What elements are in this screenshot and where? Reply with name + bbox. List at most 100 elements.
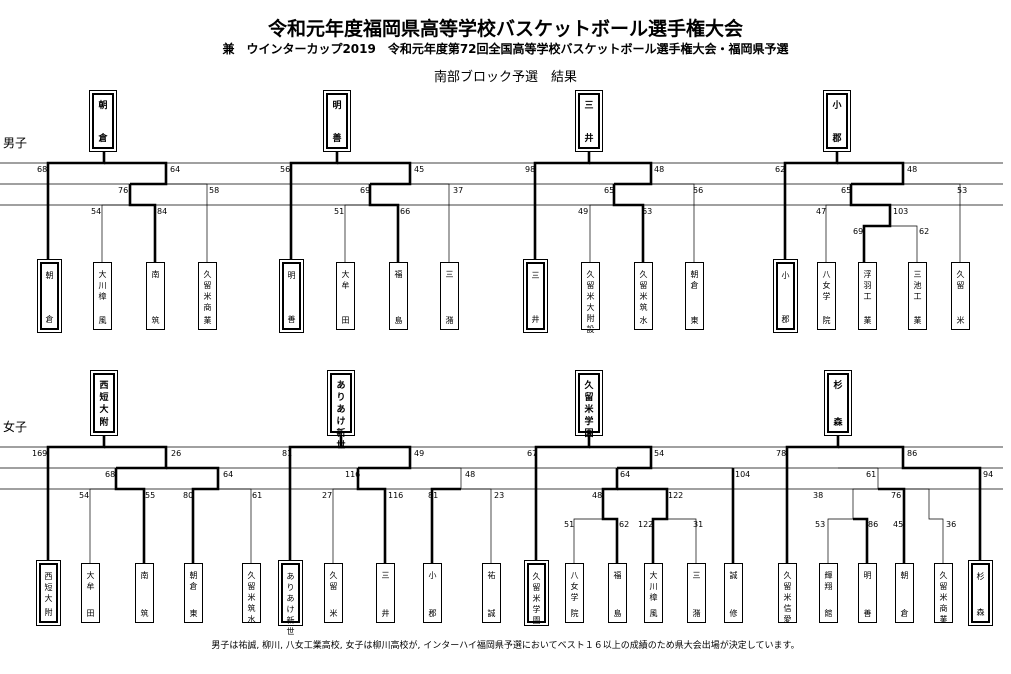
score-label: 45 [893, 520, 904, 529]
score-label: 62 [919, 227, 930, 236]
score-label: 122 [638, 520, 654, 529]
team-box: 西短大附 [39, 563, 58, 623]
score-label: 48 [592, 491, 603, 500]
score-label: 116 [388, 491, 404, 500]
score-label: 47 [816, 207, 827, 216]
score-label: 54 [91, 207, 102, 216]
score-label: 104 [735, 470, 751, 479]
score-label: 67 [527, 449, 538, 458]
score-label: 61 [252, 491, 263, 500]
score-label: 56 [693, 186, 704, 195]
score-label: 80 [183, 491, 194, 500]
footnote: 男子は祐誠, 柳川, 八女工業高校, 女子は柳川高校が, インターハイ福岡県予選… [211, 641, 800, 651]
score-label: 76 [118, 186, 129, 195]
bracket-line [827, 468, 879, 563]
bracket-line [165, 163, 208, 262]
score-label: 62 [775, 165, 786, 174]
bracket-line [344, 204, 370, 262]
winner-path [849, 184, 892, 262]
team-box: 誠修 [724, 563, 743, 623]
document-title: 令和元年度福岡県高等学校バスケットボール選手権大会 [267, 18, 743, 40]
winner-path [589, 161, 653, 186]
team-box: 久留米商業 [934, 563, 953, 624]
team-box: 輝翔館 [819, 563, 838, 623]
team-box: 久留米 [951, 262, 970, 330]
team-box: 久留米信愛 [778, 563, 797, 624]
score-label: 64 [223, 470, 234, 479]
winner-path [104, 445, 168, 470]
winner-path [341, 445, 412, 470]
team-box: 八女学院 [817, 262, 836, 330]
bracket-line [667, 518, 697, 563]
score-label: 69 [360, 186, 371, 195]
winner-path [46, 150, 106, 262]
team-box: ありあけ新世 [281, 563, 300, 636]
team-box: 福島 [389, 262, 408, 330]
score-label: 69 [853, 227, 864, 236]
score-label: 54 [654, 449, 665, 458]
score-label: 56 [280, 165, 291, 174]
winner-path [289, 150, 339, 262]
champion-box: 久留米学園 [578, 373, 600, 439]
winner-path [589, 445, 653, 470]
document-subtitle: 兼 ウインターカップ2019 令和元年度第72回全国高等学校バスケットボール選手… [222, 42, 789, 56]
bracket-line [890, 225, 918, 262]
bracket-line [89, 488, 116, 563]
winner-path [430, 487, 461, 563]
score-label: 64 [170, 165, 181, 174]
bracket-line [904, 488, 944, 563]
score-label: 58 [209, 186, 220, 195]
bracket-line [410, 467, 462, 489]
team-box: 南筑 [146, 262, 165, 330]
score-label: 68 [105, 470, 116, 479]
team-box: 三井 [526, 262, 545, 330]
score-label: 86 [907, 449, 918, 458]
score-label: 81 [282, 449, 293, 458]
bracket-line [573, 518, 603, 563]
score-label: 45 [414, 165, 425, 174]
team-box: 朝倉 [40, 262, 59, 330]
champion-box: 杉森 [827, 373, 849, 433]
score-label: 65 [841, 186, 852, 195]
winner-path [356, 468, 387, 563]
score-label: 48 [907, 165, 918, 174]
winner-path [46, 433, 106, 563]
winner-path [128, 184, 157, 262]
team-box: 大川樟風 [644, 563, 663, 623]
winner-path [601, 468, 619, 563]
winner-path [166, 466, 220, 563]
team-box: 三井 [376, 563, 395, 623]
score-label: 48 [654, 165, 665, 174]
score-label: 81 [428, 491, 439, 500]
score-label: 23 [494, 491, 505, 500]
champion-box: ありあけ新世 [330, 373, 352, 451]
score-label: 51 [564, 520, 575, 529]
score-label: 53 [957, 186, 968, 195]
bracket-line [101, 204, 130, 262]
team-box: 朝倉東 [685, 262, 704, 330]
score-label: 48 [465, 470, 476, 479]
score-label: 94 [983, 470, 994, 479]
bracket-line [218, 488, 252, 563]
bracket-line [651, 183, 695, 262]
bracket-line [461, 488, 492, 563]
team-box: 三池工業 [908, 262, 927, 330]
score-label: 31 [693, 520, 704, 529]
winner-path [533, 150, 591, 262]
winner-path [114, 468, 146, 563]
score-label: 26 [171, 449, 182, 458]
team-box: 久留米 [324, 563, 343, 623]
team-box: 小郡 [776, 262, 795, 330]
team-box: 明善 [858, 563, 877, 623]
score-label: 53 [815, 520, 826, 529]
team-box: 小郡 [423, 563, 442, 623]
winner-path [612, 184, 645, 262]
score-label: 76 [891, 491, 902, 500]
bracket-line [903, 183, 961, 262]
team-box: 朝倉東 [184, 563, 203, 623]
team-box: 久留米大附設 [581, 262, 600, 334]
bracket-line [410, 183, 450, 262]
section-heading: 南部ブロック予選 結果 [433, 70, 577, 85]
bracket-line [332, 488, 358, 563]
